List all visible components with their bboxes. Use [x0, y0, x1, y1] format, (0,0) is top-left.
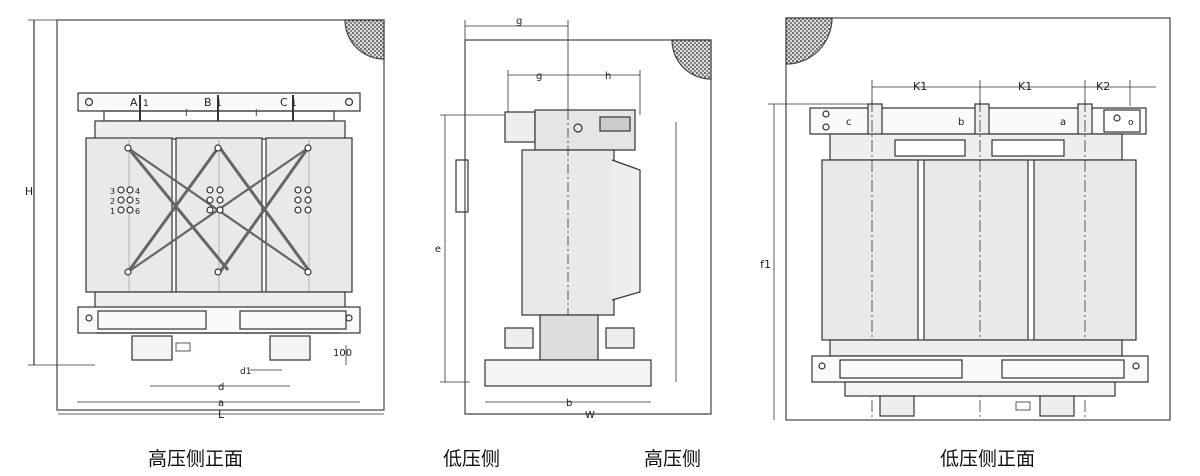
phase-a: a	[1060, 117, 1066, 128]
tap-left-1: 3	[110, 187, 115, 196]
dim-g-top: g	[516, 16, 522, 27]
dim-g: g	[536, 71, 542, 82]
dim-K2: K2	[1096, 80, 1110, 93]
front-view	[28, 19, 385, 415]
dim-f1: f1	[760, 258, 771, 271]
rear-enclosure	[785, 17, 1171, 421]
dim-K1-a: K1	[913, 80, 927, 93]
neutral-o: o	[1128, 118, 1134, 128]
rear-coil-b	[923, 159, 1029, 341]
dim-d1: d1	[240, 367, 251, 377]
rear-coil-c	[821, 159, 919, 341]
terminal-c-suffix: 1	[291, 99, 297, 109]
side-corner-hatch	[671, 39, 712, 80]
dim-K1-b: K1	[1018, 80, 1032, 93]
dim-W: W	[585, 410, 595, 421]
dim-L: L	[218, 408, 225, 421]
terminal-a: A	[130, 96, 138, 109]
tap-left-3: 1	[110, 207, 115, 216]
side-view	[440, 20, 712, 415]
front-view-labels: H A B C 1 1 1 i i 3 2 1 4 5 6 100 d1 d a…	[25, 96, 352, 421]
caption-hv-front: 高压侧正面	[148, 448, 244, 470]
inter-phase-2: i	[255, 109, 258, 119]
inter-phase-1: i	[185, 109, 188, 119]
tap-right-1: 4	[135, 187, 140, 196]
phase-b: b	[958, 117, 964, 128]
dim-b: b	[566, 398, 572, 409]
caption-lv-side: 低压侧	[443, 448, 501, 470]
tap-right-2: 5	[135, 197, 140, 206]
dim-100: 100	[333, 348, 352, 359]
caption-lv-front: 低压侧正面	[940, 448, 1036, 470]
tap-left-2: 2	[110, 197, 115, 206]
terminal-b: B	[204, 96, 212, 109]
dim-h: h	[605, 71, 611, 82]
terminal-a-suffix: 1	[143, 99, 149, 109]
rear-view	[768, 17, 1171, 421]
terminal-b-suffix: 1	[216, 99, 222, 109]
dim-e: e	[435, 244, 441, 255]
dim-H: H	[25, 185, 33, 198]
phase-c: c	[846, 117, 852, 128]
front-corner-hatch	[344, 19, 385, 60]
dim-a: a	[218, 398, 224, 409]
tap-right-3: 6	[135, 207, 140, 216]
rear-view-labels: K1 K1 K2 f1 c b a o	[760, 80, 1134, 271]
caption-hv-side: 高压侧	[644, 448, 702, 470]
dim-d: d	[218, 382, 224, 393]
rear-corner-hatch	[785, 17, 833, 65]
side-view-labels: g g h e b W	[435, 16, 612, 421]
terminal-c: C	[280, 96, 288, 109]
front-enclosure	[56, 19, 385, 411]
